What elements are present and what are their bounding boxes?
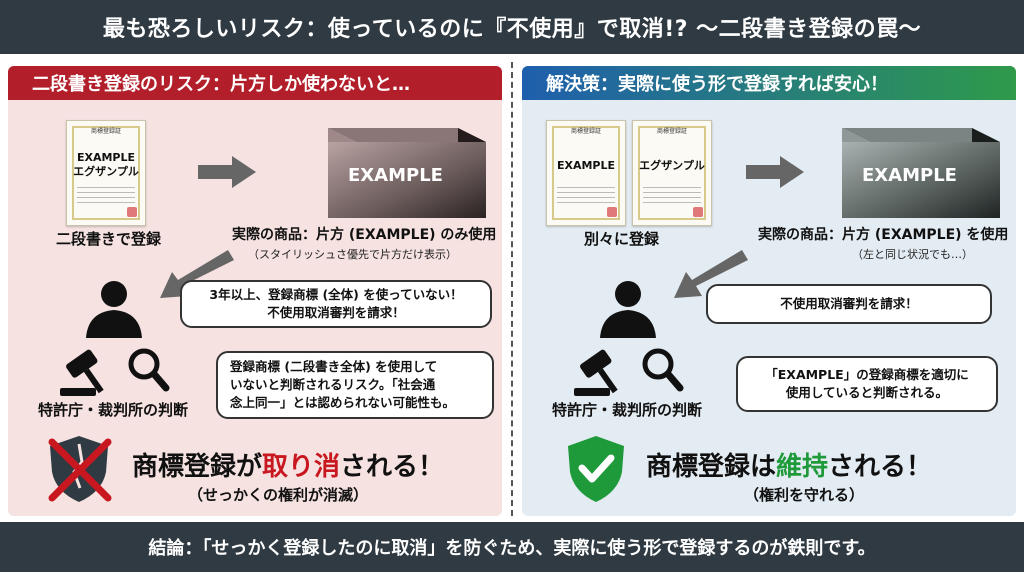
magnifier-icon xyxy=(642,348,684,392)
result-text: 商標登録が取り消される！ xyxy=(132,446,444,483)
result-sub: （権利を守れる） xyxy=(744,486,865,504)
product-label: 実際の商品：片方 (EXAMPLE) のみ使用 xyxy=(232,227,497,243)
certificate-text-line2: エグザンプル xyxy=(73,165,139,178)
judgment-bubble-line1: 登録商標 (二段書き全体) を使用して xyxy=(230,359,438,374)
registration-label: 別々に登録 xyxy=(584,230,660,248)
certificate-icon: 商標登録証 EXAMPLE エグザンプル xyxy=(66,120,146,226)
arrow-right-icon xyxy=(746,156,804,188)
product-box-icon: EXAMPLE xyxy=(822,120,1012,228)
product-box-text: EXAMPLE xyxy=(348,165,443,186)
claim-bubble: 不使用取消審判を請求！ xyxy=(706,284,992,324)
gavel-icon xyxy=(574,349,618,396)
product-note: （左と同じ状況でも…） xyxy=(852,248,973,261)
result-prefix: 商標登録が xyxy=(132,452,263,482)
judgment-bubble: 「EXAMPLE」の登録商標を適切に 使用していると判断される。 xyxy=(736,356,998,412)
product-note: （スタイリッシュさ優先で片方だけ表示） xyxy=(248,248,457,261)
result-sub: （せっかくの権利が消滅） xyxy=(188,486,369,504)
claim-bubble-line1: 3年以上、登録商標 (全体) を使っていない！ xyxy=(209,287,463,302)
arrow-down-left-icon xyxy=(160,250,234,298)
product-box-icon: EXAMPLE xyxy=(308,120,498,228)
arrow-right-icon xyxy=(198,156,256,188)
risk-panel-heading: 二段書き登録のリスク：片方しか使わないと… xyxy=(8,66,502,100)
judgment-bubble-line1: 「EXAMPLE」の登録商標を適切に xyxy=(765,367,969,382)
result-highlight: 取り消 xyxy=(262,452,341,482)
result-prefix: 商標登録は xyxy=(646,452,777,482)
certificate-icon: 商標登録証 EXAMPLE xyxy=(546,120,626,226)
result-suffix: される！ xyxy=(340,452,445,482)
certificate-icon: 商標登録証 エグザンプル xyxy=(632,120,712,226)
claim-bubble: 3年以上、登録商標 (全体) を使っていない！ 不使用取消審判を請求！ xyxy=(180,280,492,328)
broken-shield-icon xyxy=(48,436,112,502)
gavel-icon xyxy=(60,349,104,396)
conclusion-bar: 結論：「せっかく登録したのに取消」を防ぐため、実際に使う形で登録するのが鉄則です… xyxy=(0,522,1024,572)
person-icon xyxy=(600,281,656,338)
arrow-down-left-icon xyxy=(674,250,748,298)
judgment-bubble-line3: 念上同一」とは認められない可能性も。 xyxy=(230,395,456,410)
certificate-text-line1: EXAMPLE xyxy=(76,151,136,164)
magnifier-icon xyxy=(128,348,170,392)
product-box-text: EXAMPLE xyxy=(862,165,957,186)
result-suffix: される！ xyxy=(828,452,933,482)
page-title: 最も恐ろしいリスク：使っているのに『不使用』で取消!? 〜二段書き登録の罠〜 xyxy=(0,0,1024,54)
claim-bubble-line1: 不使用取消審判を請求！ xyxy=(780,296,918,311)
judgment-bubble-line2: 使用していると判断される。 xyxy=(785,385,949,400)
product-label: 実際の商品：片方 (EXAMPLE) を使用 xyxy=(758,227,1009,243)
judgment-bubble: 登録商標 (二段書き全体) を使用して いないと判断されるリスク。「社会通 念上… xyxy=(216,351,494,419)
person-icon xyxy=(86,281,142,338)
solution-panel-heading: 解決策：実際に使う形で登録すれば安心！ xyxy=(522,66,1016,100)
result-highlight: 維持 xyxy=(776,452,829,482)
registration-label: 二段書きで登録 xyxy=(56,230,162,248)
judgment-bubble-line2: いないと判断されるリスク。「社会通 xyxy=(230,377,436,392)
panel-divider xyxy=(511,62,513,516)
claim-bubble-line2: 不使用取消審判を請求！ xyxy=(267,305,405,320)
risk-panel: 二段書き登録のリスク：片方しか使わないと… 商標登録証 EXAMPLE エグザン… xyxy=(8,66,502,516)
certificate-text-2: エグザンプル xyxy=(639,159,705,172)
authority-label: 特許庁・裁判所の判断 xyxy=(38,401,189,419)
authority-label: 特許庁・裁判所の判断 xyxy=(552,401,703,419)
result-text: 商標登録は維持される！ xyxy=(646,446,932,483)
solution-panel: 解決策：実際に使う形で登録すれば安心！ 商標登録証 EXAMPLE 商標登録証 … xyxy=(522,66,1016,516)
check-shield-icon xyxy=(568,436,624,502)
certificate-text-1: EXAMPLE xyxy=(556,159,616,172)
